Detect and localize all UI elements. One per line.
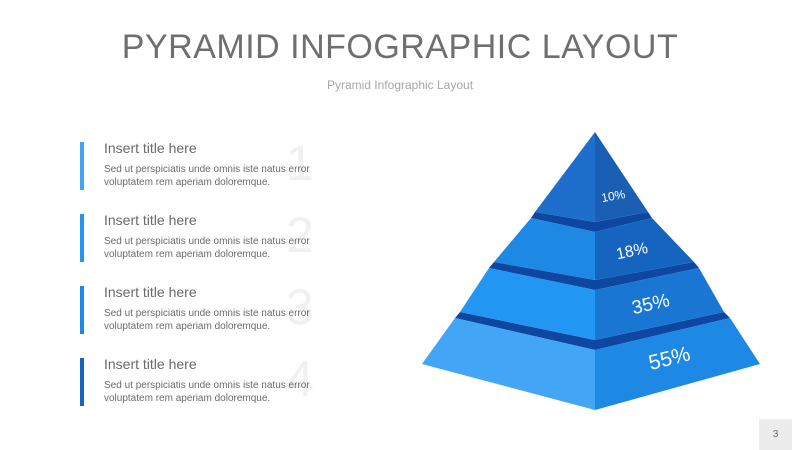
item-title-1: Insert title here bbox=[104, 140, 197, 156]
list-item-3: 3 Insert title here Sed ut perspiciatis … bbox=[80, 279, 340, 336]
item-description-1: Sed ut perspiciatis unde omnis iste natu… bbox=[104, 164, 310, 188]
item-number-2: 2 bbox=[286, 207, 314, 263]
item-title-3: Insert title here bbox=[104, 284, 197, 300]
tier-gap-3 bbox=[455, 312, 730, 350]
item-title-2: Insert title here bbox=[104, 212, 197, 228]
page-number: 3 bbox=[759, 419, 792, 450]
accent-bar-1 bbox=[80, 142, 84, 190]
tier-1-right-face bbox=[595, 132, 648, 222]
tier-2-left-face bbox=[494, 218, 595, 280]
accent-bar-4 bbox=[80, 358, 84, 406]
tier-3-left-face bbox=[460, 268, 595, 340]
tier-1-left-face bbox=[535, 132, 595, 222]
page-subtitle: Pyramid Infographic Layout bbox=[326, 78, 474, 92]
tier-2-right-face bbox=[595, 218, 694, 280]
tier-gap-2 bbox=[489, 262, 699, 290]
item-description-4: Sed ut perspiciatis unde omnis iste natu… bbox=[104, 380, 310, 404]
tier-2-label: 18% bbox=[615, 240, 650, 263]
item-number-3: 3 bbox=[286, 279, 314, 335]
tier-4-left-face bbox=[422, 318, 595, 410]
tier-gap-1 bbox=[531, 212, 652, 232]
accent-bar-3 bbox=[80, 286, 84, 334]
item-number-1: 1 bbox=[286, 135, 314, 191]
item-description-2: Sed ut perspiciatis unde omnis iste natu… bbox=[104, 236, 310, 260]
page-title: PYRAMID INFOGRAPHIC LAYOUT bbox=[121, 28, 679, 66]
list-item-2: 2 Insert title here Sed ut perspiciatis … bbox=[80, 207, 340, 264]
list-item-1: 1 Insert title here Sed ut perspiciatis … bbox=[80, 135, 340, 192]
accent-bar-2 bbox=[80, 214, 84, 262]
tier-4-right-face bbox=[595, 318, 760, 410]
tier-1-label: 10% bbox=[600, 187, 626, 205]
item-description-3: Sed ut perspiciatis unde omnis iste natu… bbox=[104, 308, 310, 332]
tier-3-right-face bbox=[595, 268, 724, 340]
item-title-4: Insert title here bbox=[104, 356, 197, 372]
list-item-4: 4 Insert title here Sed ut perspiciatis … bbox=[80, 351, 340, 408]
item-number-4: 4 bbox=[286, 351, 314, 407]
